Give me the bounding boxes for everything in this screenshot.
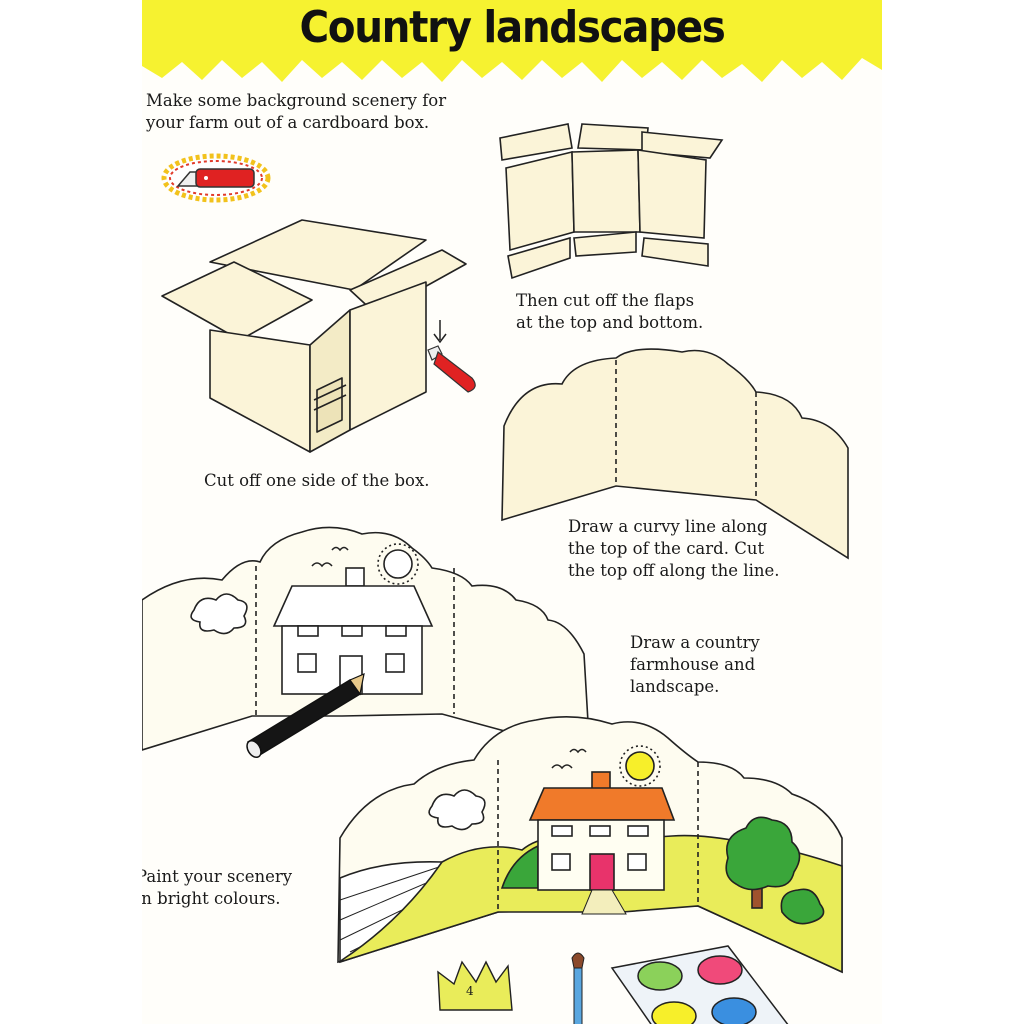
- craft-knife-badge-icon: [161, 153, 271, 203]
- craft-illustrations: [142, 123, 849, 1024]
- title-banner: [142, 0, 882, 82]
- open-cardboard-box: [161, 219, 467, 453]
- painted-scenery: [337, 716, 843, 974]
- knife-cutting-icon: [427, 320, 476, 393]
- step-4-text: Draw a curvy line along the top of the c…: [568, 517, 780, 580]
- paint-brush-icon: [571, 952, 585, 1024]
- step-2-text: Cut off one side of the box.: [204, 471, 430, 490]
- step-6-text: Paint your scenery in bright colours.: [142, 867, 293, 908]
- grass-tuft-icon: [437, 960, 513, 1011]
- book-page: Country landscapes: [142, 0, 882, 1024]
- step-3-text: Then cut off the flaps at the top and bo…: [516, 291, 704, 332]
- cut-flaps-panels: [499, 123, 724, 280]
- farmhouse-drawing: [142, 526, 589, 751]
- curvy-card: [501, 348, 849, 560]
- paint-palette-icon: [610, 945, 789, 1024]
- page-number: 4: [466, 984, 474, 998]
- pencil-icon: [246, 672, 365, 759]
- step-5-text: Draw a country farmhouse and landscape.: [630, 633, 760, 696]
- page-title: Country landscapes: [299, 2, 725, 53]
- step-1-text: Make some background scenery for your fa…: [146, 91, 447, 132]
